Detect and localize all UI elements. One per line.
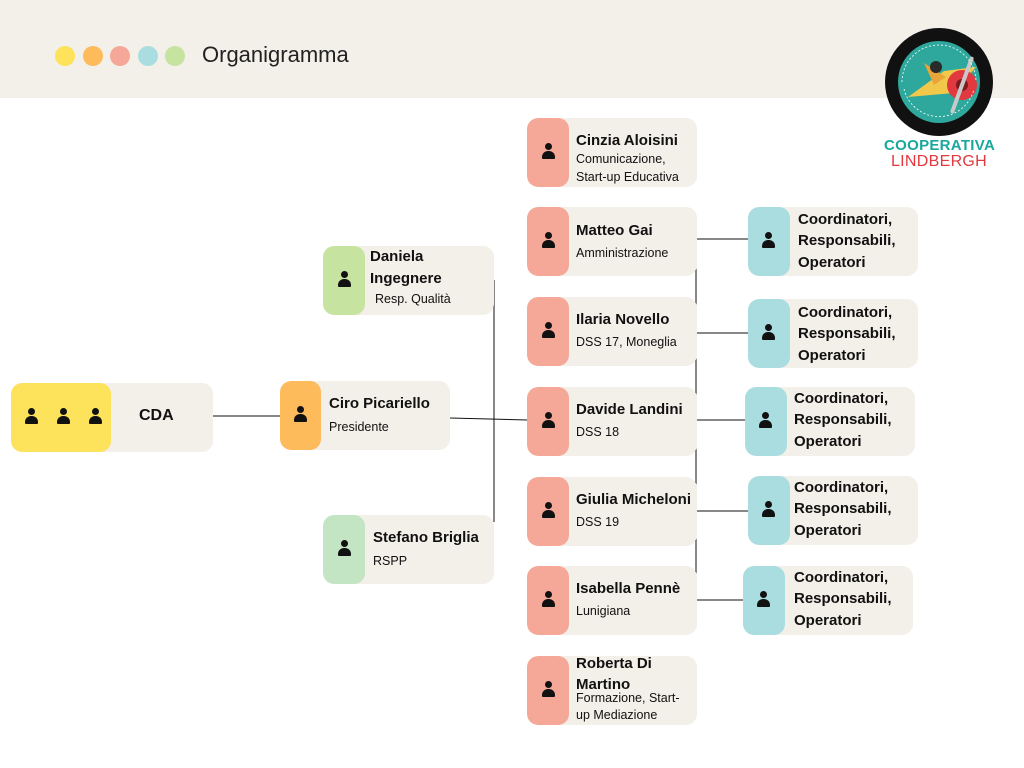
person-icon [293,406,307,422]
node-roberta-name-line2: Martino [576,676,631,693]
staff-line-3: Operatori [798,254,866,271]
person-icon [541,591,555,607]
node-ciro-picariello: Ciro Picariello Presidente [280,381,450,450]
person-icon [756,591,770,607]
node-ilaria-novello: Ilaria Novello DSS 17, Moneglia [527,297,697,366]
staff-line-3: Operatori [794,522,862,539]
node-staff-ilaria: Coordinatori, Responsabili, Operatori [748,299,918,368]
staff-line-1: Coordinatori, [798,304,893,321]
staff-line-1: Coordinatori, [794,479,889,496]
header-dot-salmon [110,46,130,66]
node-ilaria-name: Ilaria Novello [576,311,670,328]
staff-line-1: Coordinatori, [798,211,893,228]
cda-member-1-icon [24,408,38,424]
node-cinzia-role-line2: Start-up Educativa [576,170,679,184]
node-davide-landini: Davide Landini DSS 18 [527,387,697,456]
person-icon [541,412,555,428]
node-staff-giulia: Coordinatori, Responsabili, Operatori [748,476,918,545]
node-giulia-role: DSS 19 [576,515,620,529]
header-bar: Organigramma [0,0,1024,98]
node-ciro-role: Presidente [329,420,389,434]
person-icon [761,324,775,340]
node-ilaria-role: DSS 17, Moneglia [576,335,677,349]
node-matteo-role: Amministrazione [576,246,669,260]
node-matteo-name: Matteo Gai [576,222,653,239]
node-cda: CDA [11,383,213,452]
staff-line-1: Coordinatori, [794,569,889,586]
node-isabella-role: Lunigiana [576,604,631,618]
node-daniela-name-line2: Ingegnere [370,270,442,287]
node-isabella-name: Isabella Pennè [576,580,681,597]
cooperative-logo: COOPERATIVA LINDBERGH [884,27,996,172]
node-stefano-briglia: Stefano Briglia RSPP [323,515,494,584]
node-daniela-role: Resp. Qualità [375,292,451,306]
node-daniela-name-line1: Daniela [370,248,424,265]
node-roberta-di-martino: Roberta Di Martino Formazione, Start- up… [527,656,697,725]
node-roberta-role-line2: up Mediazione [576,708,658,722]
staff-line-3: Operatori [794,433,862,450]
person-icon [761,232,775,248]
logo-text-line2: LINDBERGH [890,153,988,170]
staff-line-2: Responsabili, [798,232,896,249]
node-davide-role: DSS 18 [576,425,620,439]
staff-line-3: Operatori [798,347,866,364]
node-staff-davide: Coordinatori, Responsabili, Operatori [745,387,915,456]
person-icon [541,502,555,518]
node-stefano-role: RSPP [373,554,408,568]
node-roberta-role-line1: Formazione, Start- [576,691,680,705]
person-icon [337,271,351,287]
node-giulia-micheloni: Giulia Micheloni DSS 19 [527,477,697,546]
header-dot-green [165,46,185,66]
page-title: Organigramma [202,42,349,67]
staff-line-2: Responsabili, [794,590,892,607]
node-isabella-penne: Isabella Pennè Lunigiana [527,566,697,635]
person-icon [337,540,351,556]
staff-line-1: Coordinatori, [794,390,889,407]
node-stefano-name: Stefano Briglia [373,529,479,546]
header-dot-teal [138,46,158,66]
header-dot-yellow [55,46,75,66]
person-icon [541,681,555,697]
person-icon [761,501,775,517]
logo-emblem-icon [885,28,993,136]
staff-line-3: Operatori [794,612,862,629]
node-davide-name: Davide Landini [576,401,683,418]
staff-line-2: Responsabili, [794,411,892,428]
staff-line-2: Responsabili, [794,500,892,517]
node-ciro-name: Ciro Picariello [329,395,430,412]
person-icon [541,143,555,159]
logo-text-line1: COOPERATIVA [884,137,996,154]
node-cinzia-name: Cinzia Aloisini [576,132,678,149]
node-staff-isabella: Coordinatori, Responsabili, Operatori [743,566,913,635]
node-staff-matteo: Coordinatori, Responsabili, Operatori [748,207,918,276]
node-roberta-name-line1: Roberta Di [576,656,652,672]
person-icon [541,232,555,248]
node-matteo-gai: Matteo Gai Amministrazione [527,207,697,276]
header-dot-orange [83,46,103,66]
node-cinzia-role-line1: Comunicazione, [576,152,666,166]
node-cda-name: CDA [139,407,174,424]
cda-member-3-icon [88,408,102,424]
node-giulia-name: Giulia Micheloni [576,491,692,508]
staff-line-2: Responsabili, [798,325,896,342]
person-icon [541,322,555,338]
person-icon [758,412,772,428]
node-cinzia-aloisini: Cinzia Aloisini Comunicazione, Start-up … [527,118,697,187]
node-daniela-ingegnere: Daniela Ingegnere Resp. Qualità [323,246,494,315]
cda-member-2-icon [56,408,70,424]
